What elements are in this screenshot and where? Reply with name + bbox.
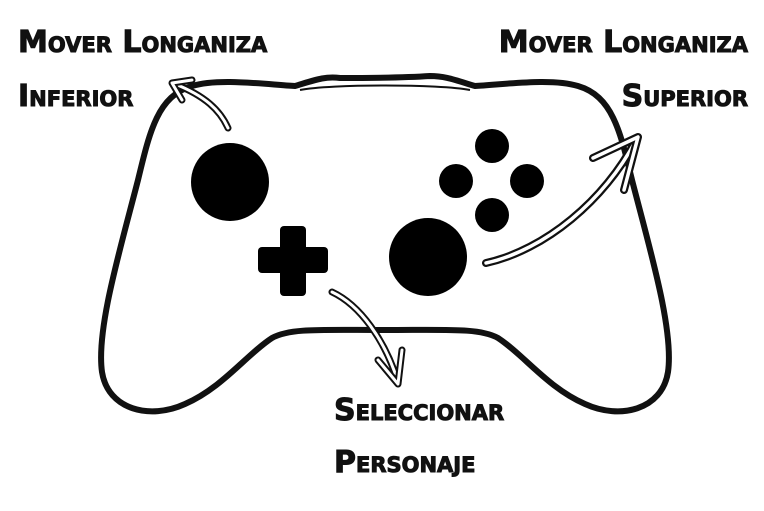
label-right-stick-line2: Superior bbox=[621, 79, 748, 114]
dpad-icon bbox=[258, 226, 328, 296]
face-button-top bbox=[475, 129, 509, 163]
arrow-left-stick bbox=[168, 76, 232, 132]
arrow-dpad bbox=[328, 288, 406, 388]
label-dpad: Seleccionar Personaje bbox=[333, 393, 505, 480]
face-button-left bbox=[439, 164, 473, 198]
right-stick bbox=[389, 218, 467, 296]
arrow-right-stick bbox=[482, 133, 642, 267]
label-left-stick-line2: Inferior bbox=[17, 79, 134, 114]
controller-body bbox=[98, 73, 672, 415]
face-button-bottom bbox=[475, 198, 509, 232]
label-left-stick: Mover Longaniza Inferior bbox=[17, 25, 268, 114]
label-dpad-line2: Personaje bbox=[333, 445, 476, 480]
label-left-stick-line1: Mover Longaniza bbox=[17, 25, 268, 60]
face-button-right bbox=[510, 164, 544, 198]
label-right-stick: Mover Longaniza Superior bbox=[498, 25, 748, 114]
label-right-stick-line1: Mover Longaniza bbox=[498, 25, 748, 60]
left-stick bbox=[191, 143, 269, 221]
controller-shoulder-line bbox=[299, 84, 471, 91]
label-dpad-line1: Seleccionar bbox=[333, 393, 505, 428]
